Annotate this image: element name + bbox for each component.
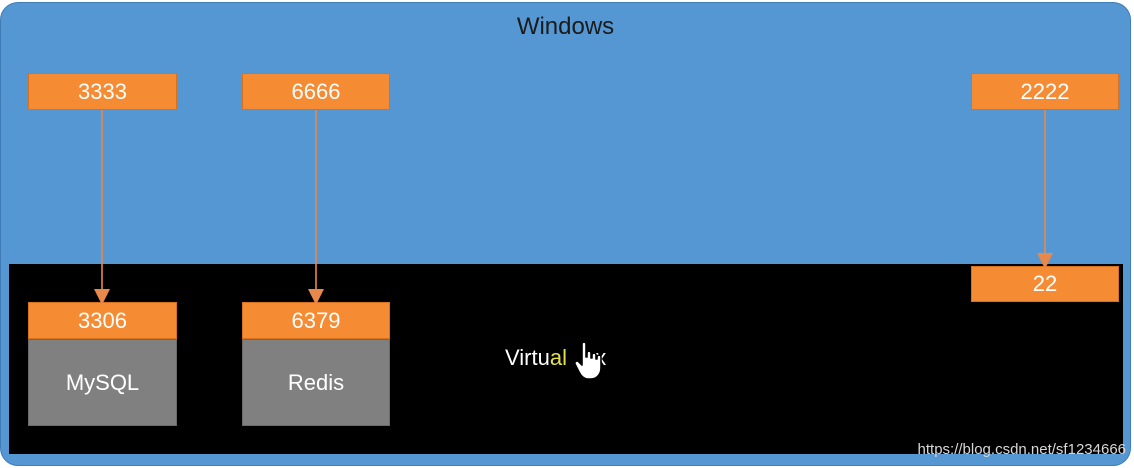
redis-service-box: Redis	[242, 339, 390, 426]
host-port-6666: 6666	[242, 73, 390, 110]
host-port-3333: 3333	[28, 73, 177, 110]
virtualbox-vm-box	[9, 264, 1123, 454]
host-port-2222: 2222	[971, 73, 1119, 110]
vm-port-22: 22	[971, 266, 1119, 302]
mysql-service-box: MySQL	[28, 339, 177, 426]
windows-host-title: Windows	[516, 13, 615, 40]
vm-port-6379: 6379	[242, 302, 390, 339]
virtualbox-label-part1: Virtu	[505, 345, 550, 370]
watermark-url: https://blog.csdn.net/sf1234666	[917, 441, 1126, 458]
vm-port-3306: 3306	[28, 302, 177, 339]
virtualbox-label-highlight: al	[549, 345, 567, 370]
hand-pointer-icon	[573, 341, 602, 380]
